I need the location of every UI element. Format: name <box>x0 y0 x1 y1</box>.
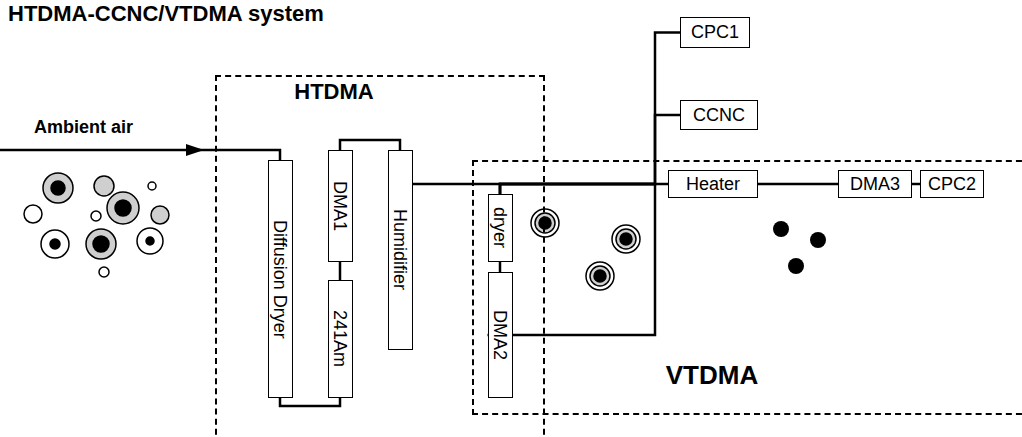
humidified-particles <box>531 209 640 290</box>
heater-box: Heater <box>668 170 758 198</box>
htdma-region: HTDMA Diffusion Dryer DMA1 241Am Humidifier d… <box>215 75 545 437</box>
vtdma-region: VTDMA Heater DMA3 CPC2 <box>472 160 1022 415</box>
box-label: 241Am <box>330 310 351 367</box>
ccn-counter-box: CCNC <box>680 100 758 130</box>
flow-line <box>400 150 655 335</box>
box-label: Diffusion Dryer <box>270 220 291 339</box>
diagram-title: HTDMA-CCNC/VTDMA system <box>8 1 324 27</box>
counter-box: CPC2 <box>920 170 984 198</box>
dma-box: DMA1 <box>328 150 353 262</box>
flow-line <box>340 140 400 150</box>
box-label: CPC1 <box>691 22 739 43</box>
counter-box: CPC1 <box>680 17 750 48</box>
box-label: dryer <box>490 207 511 248</box>
flow-line <box>500 184 668 194</box>
neutralizer-box: 241Am <box>328 280 353 398</box>
box-label: CCNC <box>693 105 745 126</box>
ambient-particles <box>24 173 169 277</box>
flow-line <box>280 398 340 406</box>
box-label: Heater <box>686 174 740 195</box>
flow-line <box>339 262 342 280</box>
box-label: DMA1 <box>330 181 351 231</box>
box-label: DMA3 <box>850 174 900 195</box>
flow-line <box>500 33 680 195</box>
region-label: VTDMA <box>666 360 758 391</box>
flow-line <box>500 115 680 194</box>
humidifier-box: Humidifier <box>388 150 413 350</box>
flow-line <box>758 183 838 186</box>
box-label: CPC2 <box>928 174 976 195</box>
flow-label: Ambient air <box>34 117 133 138</box>
dryer-box: Diffusion Dryer <box>268 160 293 398</box>
flow-line <box>499 262 502 272</box>
box-label: Humidifier <box>390 209 411 290</box>
ambient-air-inlet <box>0 144 280 160</box>
heated-cores <box>773 221 826 274</box>
region-label: HTDMA <box>294 79 373 105</box>
flow-line <box>912 183 920 186</box>
dma-box: DMA3 <box>838 170 912 198</box>
dryer-box: dryer <box>488 194 513 262</box>
box-label: DMA2 <box>490 310 511 360</box>
dma-box: DMA2 <box>488 272 513 398</box>
